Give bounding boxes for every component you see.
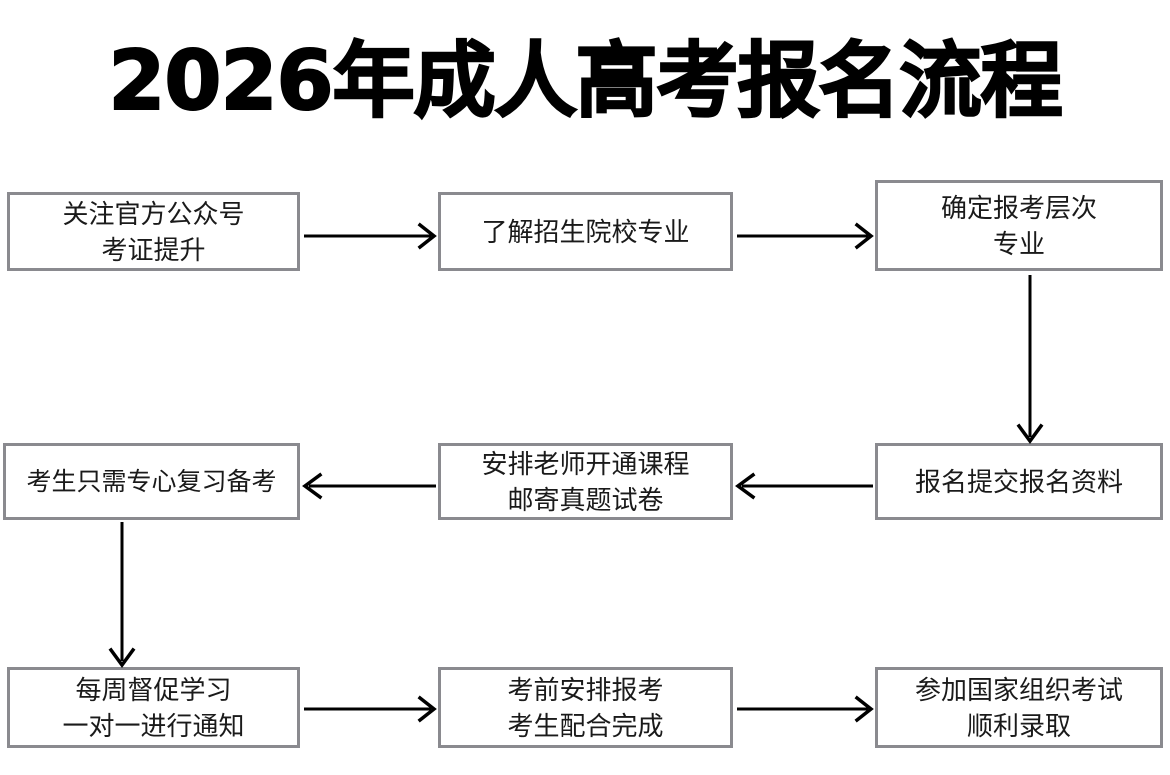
- arrow-right-icon: [733, 689, 877, 729]
- flow-node-line: 邮寄真题试卷: [507, 484, 664, 515]
- flow-node-follow-official-account[interactable]: 关注官方公众号 考证提升: [7, 192, 300, 271]
- arrow-right-icon: [300, 216, 440, 256]
- arrow-left-icon: [300, 466, 440, 506]
- flow-node-line: 每周督促学习: [75, 674, 232, 705]
- flow-node-line: 一对一进行通知: [62, 710, 245, 741]
- flow-node-line: 报名提交报名资料: [914, 466, 1123, 497]
- flow-node-student-focus-review[interactable]: 考生只需专心复习备考: [3, 443, 300, 520]
- arrow-left-icon: [733, 466, 877, 506]
- flow-node-take-national-exam[interactable]: 参加国家组织考试 顺利录取: [875, 667, 1163, 748]
- flow-node-learn-schools-majors[interactable]: 了解招生院校专业: [438, 192, 733, 271]
- flow-node-line: 考证提升: [101, 234, 206, 265]
- flow-node-line: 关注官方公众号: [62, 198, 245, 229]
- arrow-right-icon: [733, 216, 877, 256]
- flow-node-line: 考生配合完成: [507, 710, 664, 741]
- flow-node-line: 考前安排报考: [507, 674, 664, 705]
- flow-node-line: 专业: [992, 228, 1045, 259]
- flow-node-submit-application[interactable]: 报名提交报名资料: [875, 443, 1163, 520]
- arrow-down-icon: [102, 520, 142, 669]
- flow-node-confirm-level-major[interactable]: 确定报考层次 专业: [875, 180, 1163, 271]
- flow-node-line: 了解招生院校专业: [481, 216, 690, 247]
- flow-node-line: 顺利录取: [966, 710, 1071, 741]
- flow-node-line: 参加国家组织考试: [914, 674, 1123, 705]
- flow-node-line: 安排老师开通课程: [481, 448, 690, 479]
- page-title: 2026年成人高考报名流程: [107, 33, 1063, 130]
- flow-node-weekly-study-reminder[interactable]: 每周督促学习 一对一进行通知: [7, 667, 300, 748]
- arrow-right-icon: [300, 689, 440, 729]
- flow-node-pre-exam-arrangement[interactable]: 考前安排报考 考生配合完成: [438, 667, 733, 748]
- flow-node-line: 确定报考层次: [940, 192, 1097, 223]
- flow-node-line: 考生只需专心复习备考: [26, 467, 277, 496]
- flow-node-arrange-teacher-courses[interactable]: 安排老师开通课程 邮寄真题试卷: [438, 443, 733, 520]
- arrow-down-icon: [1010, 271, 1050, 445]
